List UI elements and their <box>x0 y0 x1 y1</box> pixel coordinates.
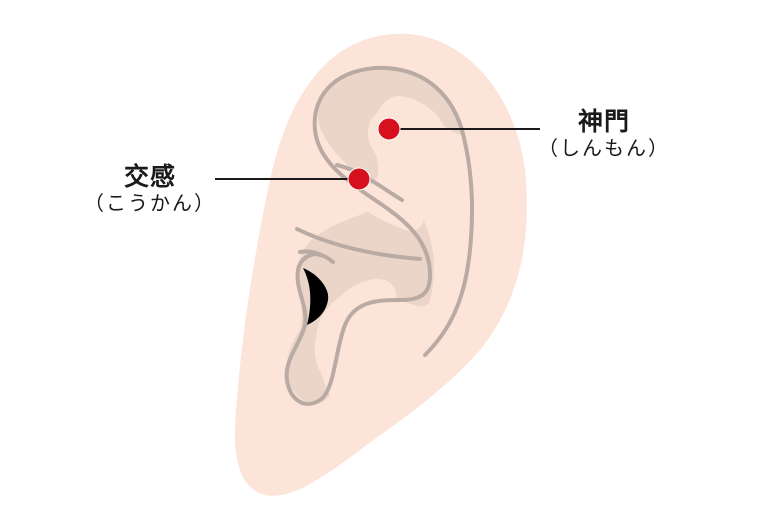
concha-highlight <box>314 279 397 386</box>
crus-line-lower <box>295 227 422 261</box>
shinmon-label: 神門 （しんもん） <box>524 107 684 160</box>
tragus-line <box>298 249 335 264</box>
shinmon-kanji: 神門 <box>577 107 630 136</box>
shinmon-point <box>377 117 401 141</box>
koukan-point <box>347 167 371 191</box>
koukan-reading: （こうかん） <box>84 190 216 215</box>
antihelix-outline <box>284 128 433 406</box>
koukan-label: 交感 （こうかん） <box>70 162 230 215</box>
shinmon-reading: （しんもん） <box>538 135 670 160</box>
ear-canal <box>303 268 329 325</box>
koukan-kanji: 交感 <box>123 162 176 191</box>
inner-shade-region <box>286 68 464 404</box>
crus-line-upper <box>335 163 404 202</box>
